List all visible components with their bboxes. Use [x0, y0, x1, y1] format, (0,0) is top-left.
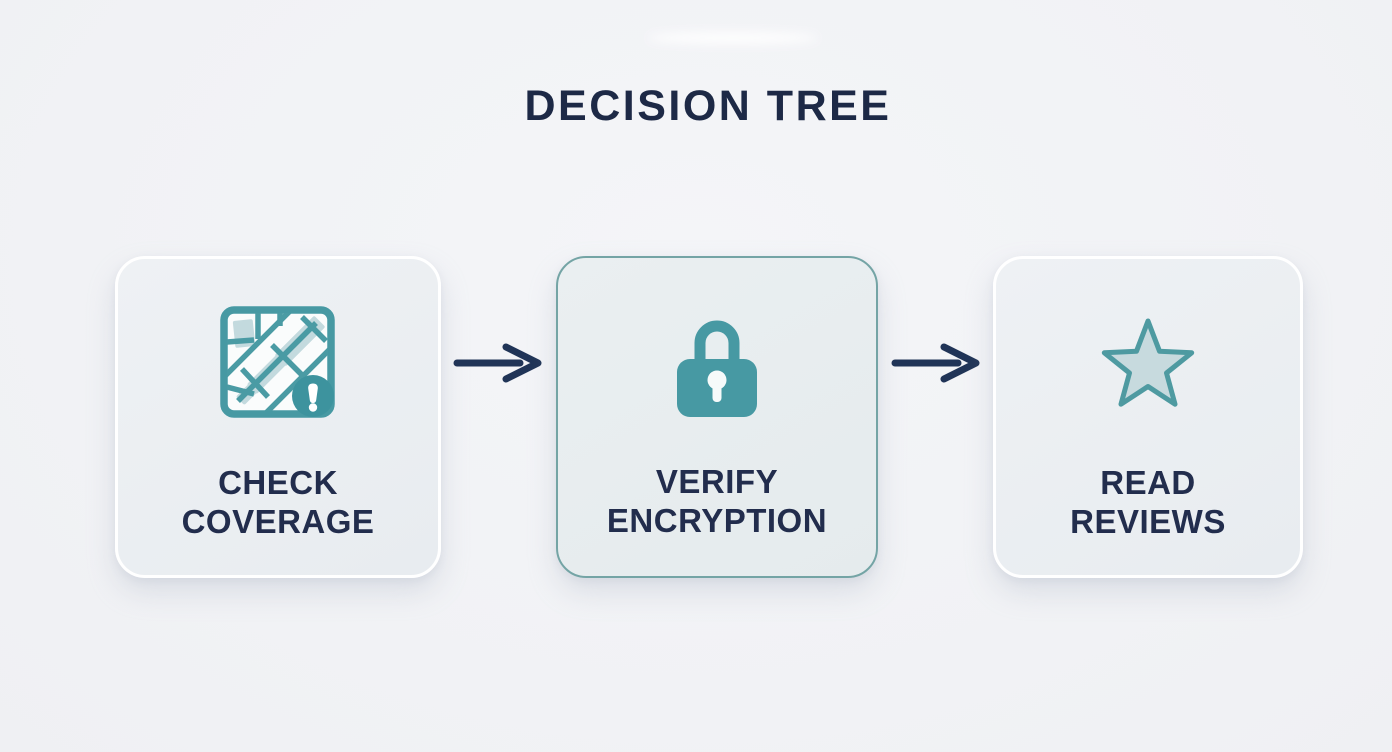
step-label-line1: VERIFY — [655, 463, 779, 500]
map-alert-icon-svg — [220, 306, 335, 418]
step-label-line2: REVIEWS — [1070, 503, 1226, 540]
top-glow-decoration — [648, 32, 818, 44]
step-label: CHECK COVERAGE — [182, 463, 375, 541]
lock-icon-svg — [677, 320, 757, 417]
lock-icon — [674, 280, 760, 446]
map-alert-icon — [216, 281, 340, 447]
step-label: READ REVIEWS — [1070, 463, 1226, 541]
step-card-verify-encryption: VERIFY ENCRYPTION — [556, 256, 878, 578]
step-label-line2: COVERAGE — [181, 503, 375, 540]
step-card-check-coverage: CHECK COVERAGE — [115, 256, 441, 578]
step-card-read-reviews: READ REVIEWS — [993, 256, 1303, 578]
step-label-line1: READ — [1100, 464, 1196, 501]
flow-arrow-right-2 — [891, 343, 980, 383]
page-title: DECISION TREE — [524, 82, 892, 130]
step-label-line2: ENCRYPTION — [606, 502, 828, 539]
step-label: VERIFY ENCRYPTION — [607, 462, 827, 540]
flow-arrow-right-1 — [453, 343, 542, 383]
star-icon-svg — [1101, 318, 1195, 407]
step-label-line1: CHECK — [218, 464, 338, 501]
star-icon — [1100, 281, 1196, 447]
